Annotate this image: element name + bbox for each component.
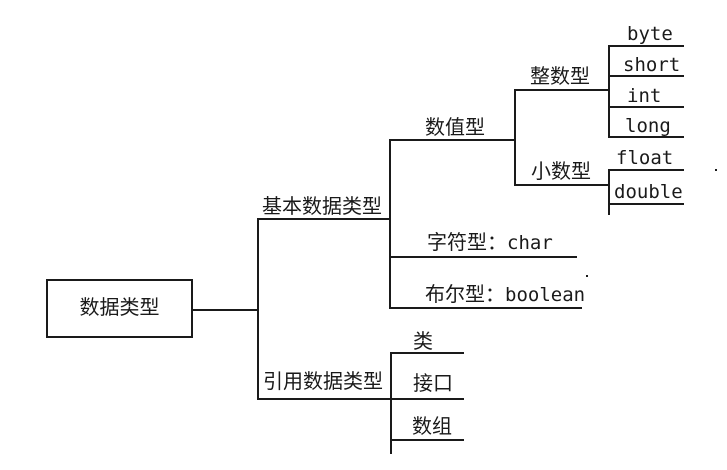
connector-root-hline: [192, 309, 258, 311]
node-boolean-label-zh: 布尔型：: [425, 284, 505, 306]
leaf-byte-label: byte: [627, 23, 673, 45]
connector-array-hline: [390, 439, 464, 441]
connector-decimal-hline: [514, 184, 610, 186]
connector-integer-hline: [514, 89, 610, 91]
leaf-float-label: float: [616, 147, 674, 169]
connector-root-children-vline: [257, 218, 259, 400]
leaf-array-label: 数组: [412, 416, 452, 438]
connector-numeric-hline: [389, 139, 516, 141]
scan-artifact-dot: [715, 169, 717, 171]
connector-byte-hline: [608, 45, 684, 47]
connector-long-hline: [608, 136, 684, 138]
node-char-label-code: char: [507, 232, 553, 254]
leaf-class-label: 类: [413, 331, 433, 353]
connector-double-hline: [608, 203, 684, 205]
connector-int-hline: [608, 106, 684, 108]
node-boolean-label: 布尔型：boolean: [425, 285, 585, 306]
leaf-int-label: int: [627, 85, 662, 107]
leaf-double-label: double: [614, 181, 683, 203]
leaf-long-label: long: [625, 115, 671, 137]
root-node-label: 数据类型: [79, 297, 160, 319]
connector-numeric-children-vline: [514, 89, 516, 186]
connector-char-hline: [389, 256, 577, 258]
node-decimal-label: 小数型: [531, 161, 591, 183]
leaf-short-label: short: [623, 54, 681, 76]
connector-boolean-hline: [389, 307, 582, 309]
connector-class-hline: [390, 352, 464, 354]
connector-primitive-children-vline: [389, 139, 391, 309]
node-boolean-label-code: boolean: [505, 284, 586, 306]
connector-reference-hline: [257, 398, 464, 400]
connector-short-hline: [608, 75, 684, 77]
node-integer-label: 整数型: [530, 66, 590, 88]
connector-integer-children-vline: [608, 45, 610, 138]
node-char-label: 字符型：char: [427, 233, 553, 254]
leaf-interface-label: 接口: [413, 373, 453, 395]
connector-decimal-children-vline: [608, 169, 610, 215]
connector-reference-children-vline: [390, 352, 392, 454]
node-primitive-label: 基本数据类型: [262, 196, 382, 218]
node-char-label-zh: 字符型：: [427, 232, 507, 254]
node-numeric-label: 数值型: [425, 117, 485, 139]
scan-artifact-dot: [586, 275, 588, 277]
connector-float-hline: [608, 169, 684, 171]
root-node-box: 数据类型: [46, 279, 193, 338]
node-reference-label: 引用数据类型: [263, 371, 383, 393]
connector-primitive-hline: [257, 218, 391, 220]
